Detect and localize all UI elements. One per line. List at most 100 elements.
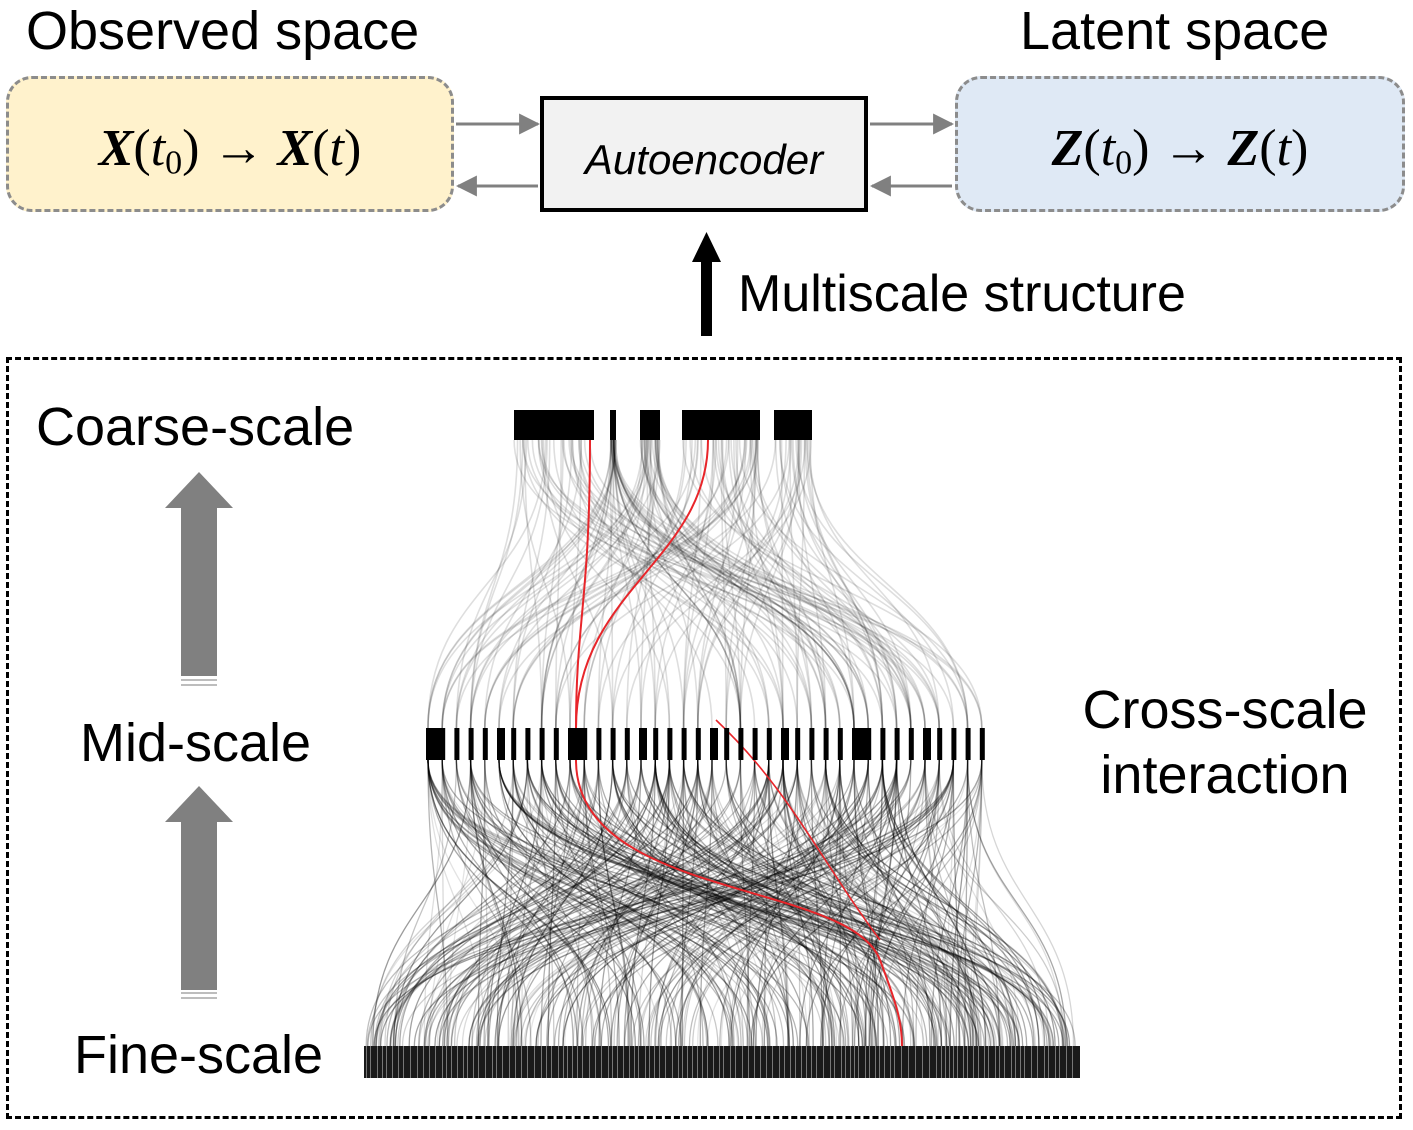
edge [540,759,555,1047]
edge [523,439,543,729]
multiscale-structure-label: Multiscale structure [738,265,1186,323]
edge [806,439,969,729]
edge [513,759,898,1047]
edge [610,439,855,729]
edge [721,439,827,729]
edge [562,759,869,1047]
edge [540,759,1048,1047]
edge [555,759,877,1047]
edge [540,759,1051,1047]
edge [924,759,1001,1047]
edge [640,439,717,729]
edge [824,759,1065,1047]
edge [682,759,755,1047]
edge [526,759,1052,1047]
fine-node [953,1046,954,1078]
fine-node [702,1046,703,1078]
edge [609,439,614,729]
edge [441,439,650,729]
fine-node [772,1046,773,1078]
fine-node [816,1046,817,1078]
edge [616,759,699,1047]
edge [456,759,926,1047]
fine-node [1024,1046,1025,1078]
edge [581,759,671,1047]
edge [540,759,771,1047]
edge [739,759,750,1047]
fine-node [941,1046,942,1078]
edge [679,759,699,1047]
edge [674,759,926,1047]
edge [610,439,770,729]
mid-node [979,728,985,760]
edge [572,759,713,1047]
edge [782,759,831,1047]
edge [577,759,685,1047]
autoencoder-label: Autoencoder [584,136,824,183]
edge [648,439,912,729]
edge [711,759,790,1047]
edge [640,439,855,729]
multiscale-up-arrow [692,232,721,336]
edge [401,759,926,1047]
edge [782,759,951,1047]
edge [697,439,757,729]
fine-node [467,1046,468,1078]
edge [612,439,855,729]
edge [408,759,642,1047]
edge [952,759,960,1047]
edge [434,759,869,1047]
edge [427,759,951,1047]
edge [541,439,614,729]
edge [438,759,955,1047]
edge [540,439,615,729]
edge [589,439,969,729]
edge [881,759,974,1047]
mid-node [937,728,943,760]
edge [782,759,873,1047]
edge [537,439,770,729]
fine-node [429,1046,430,1078]
edge [682,759,1068,1047]
edge [540,759,571,1047]
fine-node [806,1046,807,1078]
fine-node [823,1046,824,1078]
edge [796,759,1045,1047]
edge [526,759,995,1047]
edge [512,439,573,729]
mid-node [710,728,718,760]
edge [427,759,998,1047]
edge [654,759,866,1047]
fine-node [1015,1046,1016,1078]
edge [455,759,682,1047]
edge [585,759,671,1047]
edge [725,759,939,1047]
edge [644,439,841,729]
edge [871,759,898,1047]
edge [720,439,727,729]
edge [646,439,699,729]
edge [768,759,834,1047]
edge [540,759,896,1047]
fine-node [634,1046,635,1078]
edge [668,759,1015,1047]
observed-t0: t [150,120,166,177]
edge [477,759,955,1047]
mid-node [965,728,971,760]
edge [796,759,892,1047]
edge [649,439,742,729]
mid-node [511,728,517,760]
edge [611,439,940,729]
fine-node [492,1046,493,1078]
edge [895,759,987,1047]
edge [763,759,926,1047]
edge [583,759,613,1047]
edge [424,759,855,1047]
edge [547,759,557,1047]
mid-node [440,728,446,760]
cross-scale-label: Cross-scale interaction [1070,678,1380,808]
highlight-path [575,439,591,729]
edge [895,759,943,1047]
edge [469,439,649,729]
edge [637,759,898,1047]
